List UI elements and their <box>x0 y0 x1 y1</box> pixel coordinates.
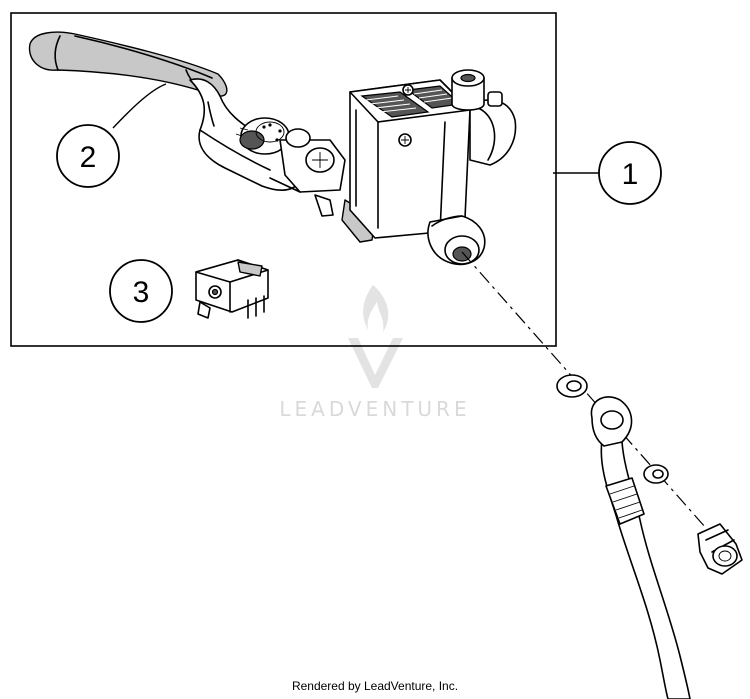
handlebar-clamp <box>451 69 517 166</box>
callout-2-label: 2 <box>80 141 97 174</box>
clutch-switch <box>195 259 269 319</box>
callout-1: 1 <box>598 141 662 205</box>
banjo-bolt <box>697 523 743 575</box>
banjo-fitting <box>590 396 633 447</box>
callout-2: 2 <box>56 124 120 188</box>
lever-pivot <box>269 128 376 243</box>
watermark-flame-logo <box>348 285 403 388</box>
assembly-frame <box>10 12 557 347</box>
adjuster-dial <box>235 117 290 155</box>
sealing-washer-top <box>556 374 588 398</box>
watermark-text: LEADVENTURE <box>279 397 470 421</box>
watermark: LEADVENTURE <box>279 285 470 421</box>
reservoir-label <box>360 85 462 118</box>
brake-hose-assembly <box>461 251 743 699</box>
sealing-washer-bottom <box>643 464 669 484</box>
callout-3-label: 3 <box>133 276 150 309</box>
hose-crimp <box>605 477 645 525</box>
callout-1-label: 1 <box>622 158 639 191</box>
banjo-outlet <box>427 215 486 266</box>
leader-line-2 <box>112 83 167 129</box>
callout-3: 3 <box>109 259 173 323</box>
footer-credit: Rendered by LeadVenture, Inc. <box>291 679 459 693</box>
exploded-centerline <box>461 251 737 563</box>
